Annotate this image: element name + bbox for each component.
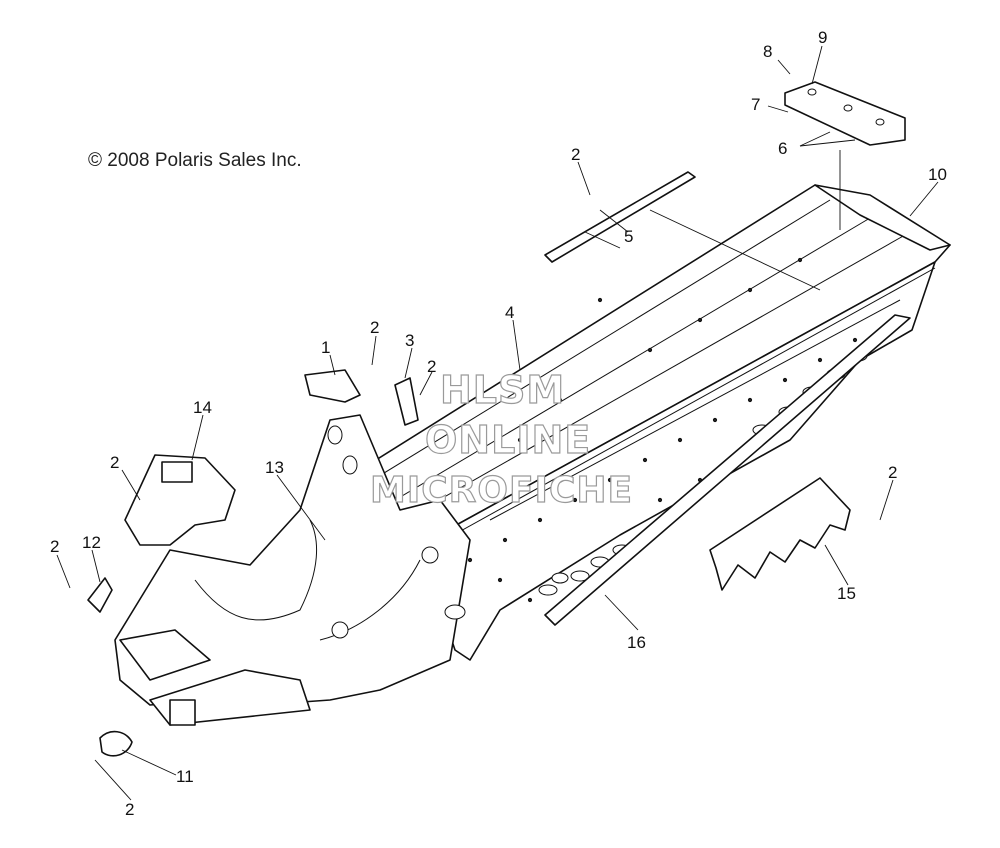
callout-12: 12	[82, 533, 101, 552]
callout-2: 2	[571, 145, 580, 164]
snow-guard	[709, 477, 851, 591]
callout-3: 3	[405, 331, 414, 350]
callout-2: 2	[110, 453, 119, 472]
watermark-line-3: MICROFICHE	[369, 469, 634, 511]
watermark-line-2: ONLINE	[424, 417, 592, 462]
callout-8: 8	[763, 42, 772, 61]
side-runner-strip	[544, 314, 911, 626]
bracket-1	[304, 369, 361, 403]
callout-2: 2	[50, 537, 59, 556]
callout-10: 10	[928, 165, 947, 184]
callout-4: 4	[505, 303, 514, 322]
callout-2: 2	[125, 800, 134, 819]
callout-14: 14	[193, 398, 212, 417]
callout-2: 2	[888, 463, 897, 482]
callout-2: 2	[370, 318, 379, 337]
rivet-pattern	[467, 257, 858, 603]
callout-5: 5	[624, 227, 633, 246]
callout-1: 1	[321, 338, 330, 357]
clip-12	[87, 577, 113, 613]
front-bulkhead	[114, 414, 471, 726]
callout-11: 11	[176, 767, 194, 786]
watermark-line-1: HLSM	[439, 367, 566, 412]
callout-9: 9	[818, 28, 827, 47]
callout-15: 15	[837, 584, 856, 603]
callout-13: 13	[265, 458, 284, 477]
rear-bumper-rail	[544, 171, 821, 291]
callout-16: 16	[627, 633, 646, 652]
callout-labels: 1 2 3 2 4 2 5 6 7 8 9 10 14 2 13 2 12 2 …	[50, 28, 947, 819]
callout-7: 7	[751, 95, 760, 114]
tunnel-assembly	[311, 184, 951, 661]
bracket-14	[124, 454, 236, 546]
grab-bar	[784, 81, 906, 230]
leader-lines	[56, 45, 939, 801]
callout-6: 6	[778, 139, 787, 158]
callout-2: 2	[427, 357, 436, 376]
plate-11	[99, 730, 133, 757]
bracket-3	[394, 377, 419, 426]
copyright-notice: © 2008 Polaris Sales Inc.	[88, 150, 302, 171]
